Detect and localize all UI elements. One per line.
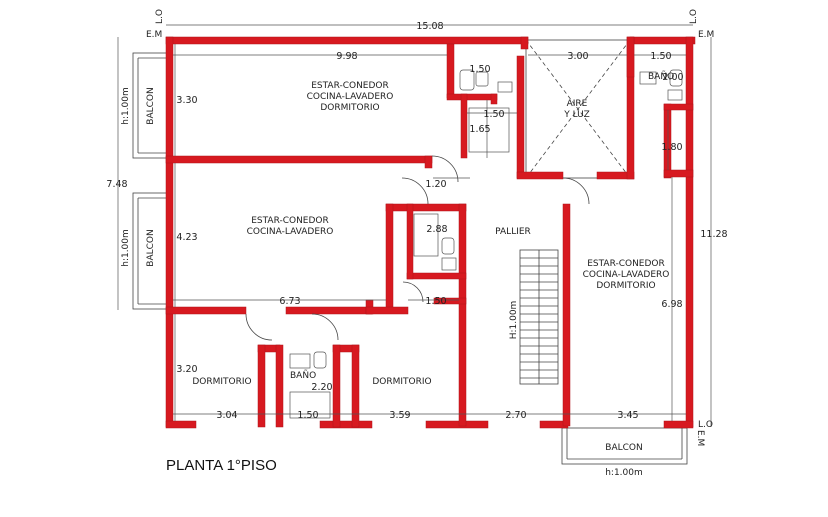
plan-title: PLANTA 1°PISO: [166, 457, 277, 474]
unit-right-label-3: DORMITORIO: [596, 281, 655, 291]
dim-bottom-2-70: 2.70: [505, 410, 526, 421]
doors: [245, 155, 590, 341]
dim-bottom-3-45: 3.45: [617, 410, 638, 421]
unit-top-label-1: ESTAR-CONEDOR: [311, 81, 389, 91]
dim-bottom-1-50: 1.50: [297, 410, 318, 421]
markers: E.M L.O E.M L.O L.O E.M: [146, 9, 714, 446]
dim-aire-width: 3.00: [567, 51, 588, 62]
dimension-texts: 15.08 9.98 3.00 1.50 2.00 1.50 1.50 1.65…: [106, 21, 727, 421]
balcon-mid-label: BALCON: [146, 229, 156, 266]
walls: [165, 36, 696, 429]
dim-bottom-3-59: 3.59: [389, 410, 410, 421]
dim-hall-1-20: 1.20: [425, 179, 446, 190]
dim-top-bath-1-65: 1.65: [469, 124, 490, 135]
dim-total-width: 15.08: [416, 21, 443, 32]
dim-right-1-80: 1.80: [661, 142, 682, 153]
balcon-bottom-label: BALCON: [605, 443, 642, 453]
balcony-bottom-outline: [561, 427, 688, 465]
marker-em-top-left: E.M: [146, 30, 162, 40]
marker-em-bottom-right: E.M: [695, 430, 705, 446]
height-balcon-mid: h:1.00m: [121, 229, 131, 267]
balconies: [132, 52, 688, 465]
dim-total-depth-left: 7.48: [106, 179, 127, 190]
dim-top-bath-1-50b: 1.50: [483, 109, 504, 120]
dim-right-unit-depth: 6.98: [661, 299, 682, 310]
room-labels: ESTAR-CONEDOR COCINA-LAVADERO DORMITORIO…: [121, 71, 674, 478]
dim-bano-depth: 2.20: [311, 382, 332, 393]
bano-top-label: BAÑO: [648, 71, 674, 82]
bano-bottom-label: BAÑO: [290, 370, 316, 381]
marker-em-top-right: E.M: [698, 30, 714, 40]
unit-right-label-2: COCINA-LAVADERO: [583, 270, 670, 280]
unit-mid-label-2: COCINA-LAVADERO: [247, 227, 334, 237]
stair: [519, 249, 559, 385]
height-stair: H:1.00m: [509, 301, 519, 340]
dim-top-unit-width: 9.98: [336, 51, 357, 62]
fixtures: [289, 69, 683, 419]
dormitorio-left-label: DORMITORIO: [192, 377, 251, 387]
aire-luz-label-1: AIRE: [567, 99, 588, 109]
unit-top-label-2: COCINA-LAVADERO: [307, 92, 394, 102]
dim-bano-top-width: 1.50: [650, 51, 671, 62]
marker-lo-bottom-right: L.O: [698, 420, 713, 430]
dormitorio-right-label: DORMITORIO: [372, 377, 431, 387]
marker-lo-top-right: L.O: [689, 9, 699, 24]
unit-mid-label-1: ESTAR-CONEDOR: [251, 216, 329, 226]
dim-dorm-depth: 3.20: [176, 364, 197, 375]
dim-mid-bath-1-50: 1.50: [425, 296, 446, 307]
dimension-lines: [117, 24, 712, 427]
dim-bano-top-depth: 2.00: [662, 72, 683, 83]
aire-luz-label-2: Y LUZ: [563, 110, 590, 120]
balcon-top-label: BALCON: [146, 87, 156, 124]
unit-right-label-1: ESTAR-CONEDOR: [587, 259, 665, 269]
marker-lo-top-left: L.O: [155, 9, 165, 24]
height-balcon-bottom: h:1.00m: [605, 468, 643, 478]
height-balcon-top: h:1.00m: [121, 87, 131, 125]
dim-top-unit-depth: 3.30: [176, 95, 197, 106]
dim-mid-unit-depth: 4.23: [176, 232, 197, 243]
dim-top-bath-1-50: 1.50: [469, 64, 490, 75]
dim-mid-unit-width: 6.73: [279, 296, 300, 307]
dim-bottom-3-04: 3.04: [216, 410, 237, 421]
pallier-label: PALLIER: [495, 227, 531, 237]
unit-top-label-3: DORMITORIO: [320, 103, 379, 113]
dim-total-depth-right: 11.28: [700, 229, 727, 240]
dim-mid-bath-2-88: 2.88: [426, 224, 447, 235]
